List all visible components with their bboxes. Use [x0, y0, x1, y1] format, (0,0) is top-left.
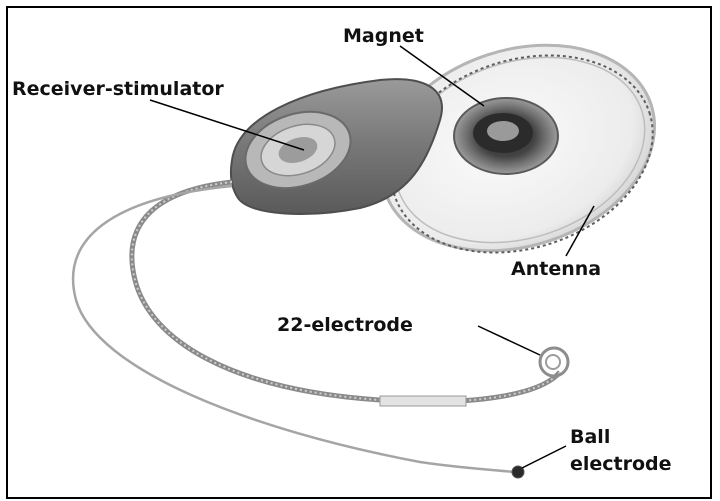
- electrode-array-coil: [540, 348, 568, 376]
- electrode-22-label: 22-electrode: [277, 314, 413, 336]
- ball-electrode-label-line2: electrode: [570, 451, 672, 478]
- ball-electrode-label: Ball electrode: [570, 424, 672, 478]
- antenna-label: Antenna: [511, 258, 601, 280]
- magnet-label: Magnet: [343, 25, 424, 47]
- electrode-22-leader-line: [478, 326, 540, 355]
- receiver-stimulator-label: Receiver-stimulator: [12, 78, 224, 100]
- ball-electrode-leader-line: [522, 446, 566, 468]
- magnet: [454, 98, 558, 174]
- ball-electrode-label-line1: Ball: [570, 424, 672, 451]
